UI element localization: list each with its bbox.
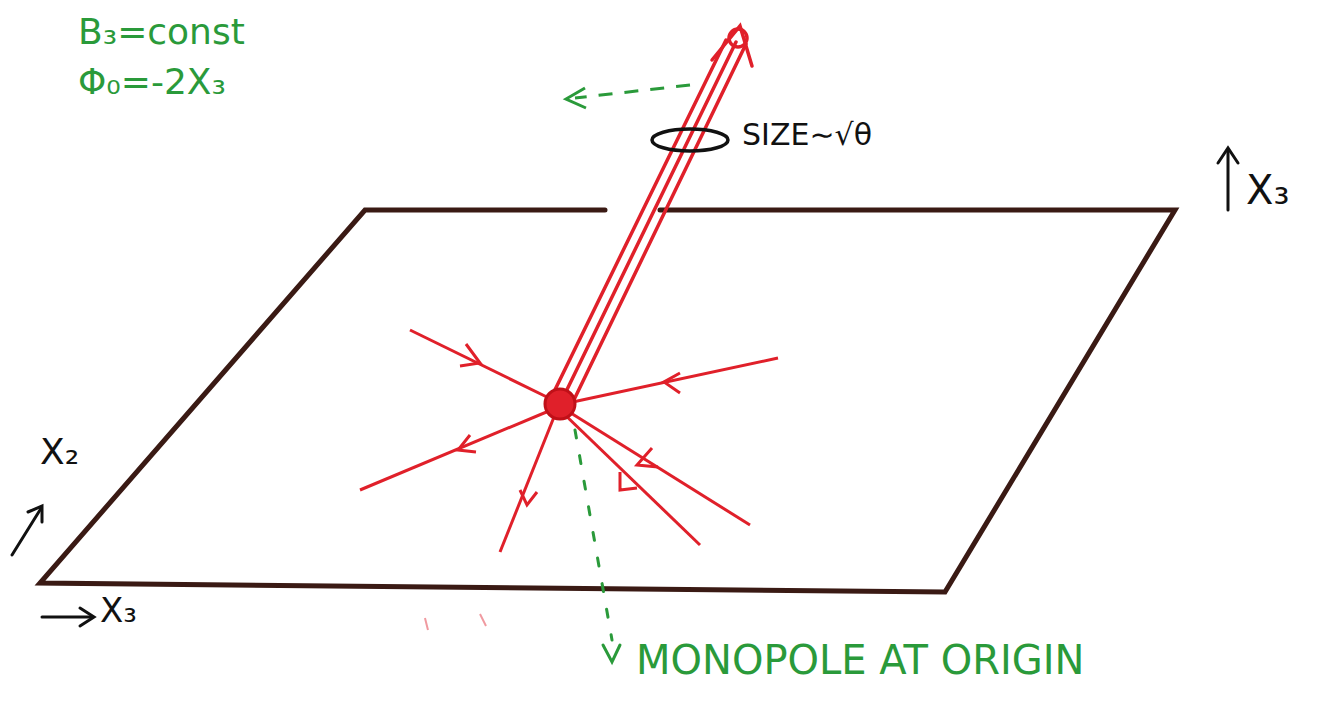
axis-label: X₃	[100, 592, 137, 629]
size-ellipse	[652, 129, 728, 151]
faint-marks	[425, 614, 486, 630]
axis-arrows	[12, 148, 1238, 626]
size-note: SIZE∼√θ	[742, 118, 872, 151]
axis-label: X₂	[40, 432, 79, 472]
plane	[40, 210, 1175, 592]
field-note: B₃=const	[78, 12, 245, 52]
axis-label: X₃	[1246, 168, 1289, 212]
dotted-leader	[575, 430, 620, 662]
flux-tube	[550, 26, 752, 408]
field-arrowheads	[458, 344, 680, 505]
monopole-note: MONOPOLE AT ORIGIN	[636, 638, 1084, 682]
potential-note: Φ₀=-2X₃	[78, 62, 226, 102]
dashed-arrow	[566, 85, 690, 108]
monopole	[545, 389, 575, 419]
